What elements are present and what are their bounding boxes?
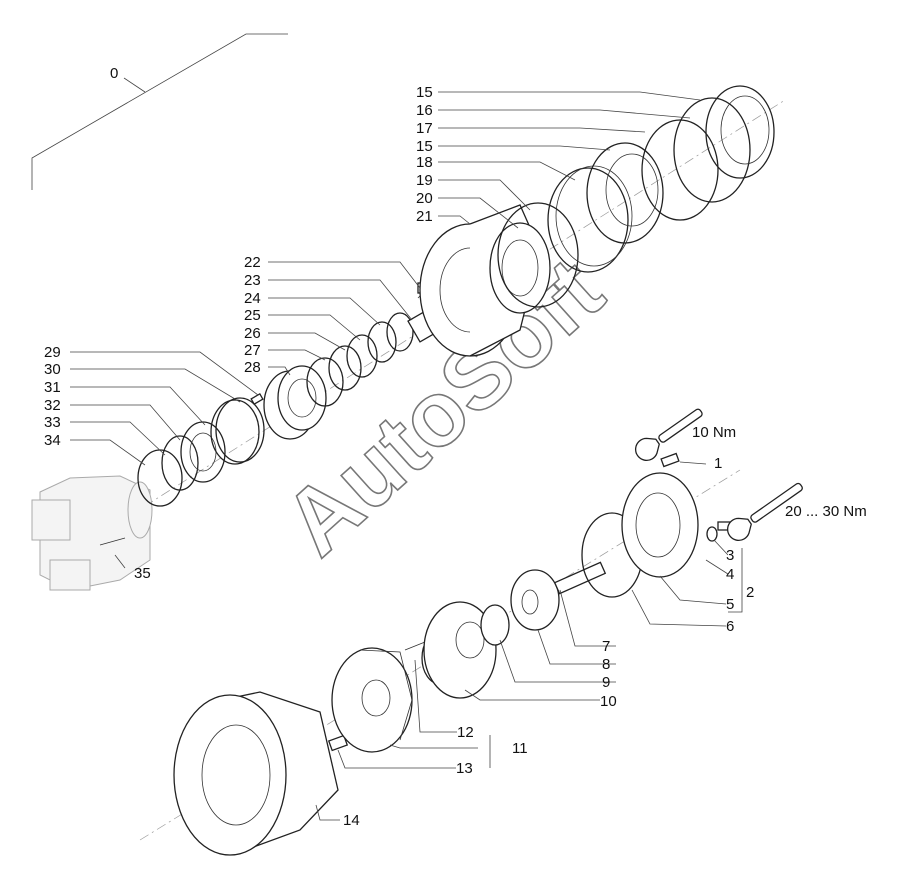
part-1-screw: [660, 452, 680, 468]
label-25: 25: [244, 307, 261, 324]
label-7: 7: [602, 638, 610, 655]
label-28: 28: [244, 359, 261, 376]
part-33-snap-ring: [161, 435, 199, 491]
part-26-disc: [328, 345, 362, 391]
label-17: 17: [416, 120, 433, 137]
label-29: 29: [44, 344, 61, 361]
label-18: 18: [416, 154, 433, 171]
part-23-ring: [386, 312, 414, 352]
part-20-plate: [497, 202, 579, 308]
label-23: 23: [244, 272, 261, 289]
label-32: 32: [44, 397, 61, 414]
label-0: 0: [110, 65, 118, 82]
part-10-carrier: [423, 601, 497, 699]
label-27: 27: [244, 342, 261, 359]
label-30: 30: [44, 361, 61, 378]
part-24-disc: [367, 321, 397, 363]
part-8-carrier: [510, 569, 560, 631]
label-33: 33: [44, 414, 61, 431]
label-8: 8: [602, 656, 610, 673]
part-31-seal: [210, 397, 265, 465]
label-2: 2: [746, 584, 754, 601]
label-12: 12: [457, 724, 474, 741]
part-2-cover: [621, 472, 699, 578]
part-11-planet-carrier: [331, 647, 413, 753]
part-21-hub: [419, 204, 551, 357]
label-13: 13: [456, 760, 473, 777]
part-9-gear: [480, 604, 510, 646]
part-13-pin: [327, 734, 349, 752]
label-34: 34: [44, 432, 61, 449]
label-16: 16: [416, 102, 433, 119]
label-21: 21: [416, 208, 433, 225]
leader-lines: [70, 91, 743, 821]
part-18-bearing-ring: [547, 165, 633, 273]
label-14: 14: [343, 812, 360, 829]
label-15b: 15: [416, 138, 433, 155]
label-35: 35: [134, 565, 151, 582]
label-22: 22: [244, 254, 261, 271]
label-20: 20: [416, 190, 433, 207]
part-15-bearing: [586, 142, 664, 244]
part-30-small-pin: [250, 393, 264, 405]
torque-label-20-30nm: 20 ... 30 Nm: [785, 503, 867, 520]
label-1: 1: [714, 455, 722, 472]
part-16-seal: [673, 97, 751, 203]
part-32-spacer: [180, 421, 226, 483]
assembly-bracket: [31, 33, 288, 190]
part-14-housing: [173, 691, 339, 856]
label-24: 24: [244, 290, 261, 307]
part-15-top-seal: [705, 85, 775, 179]
label-26: 26: [244, 325, 261, 342]
label-19: 19: [416, 172, 433, 189]
label-5: 5: [726, 596, 734, 613]
part-27-ring: [306, 357, 344, 407]
label-10: 10: [600, 693, 617, 710]
part-4-washer: [706, 526, 718, 542]
label-4: 4: [726, 566, 734, 583]
callout-labels: 0 15 16 17 15 18 19 20 21 22 23 24 25 26…: [44, 65, 867, 829]
hydraulic-motor: [31, 475, 153, 591]
part-17-snap-ring: [641, 119, 719, 221]
label-11: 11: [512, 740, 528, 757]
wrench-icon: [635, 408, 703, 462]
label-9: 9: [602, 674, 610, 691]
label-15a: 15: [416, 84, 433, 101]
label-3: 3: [726, 547, 734, 564]
part-28-piston: [263, 365, 327, 440]
part-25-spring: [346, 334, 378, 378]
torque-label-10nm: 10 Nm: [692, 424, 736, 441]
part-7-sun-shaft: [553, 561, 607, 595]
label-6: 6: [726, 618, 734, 635]
part-34-oring: [137, 449, 183, 507]
wrench-icon: [727, 482, 803, 542]
label-31: 31: [44, 379, 61, 396]
